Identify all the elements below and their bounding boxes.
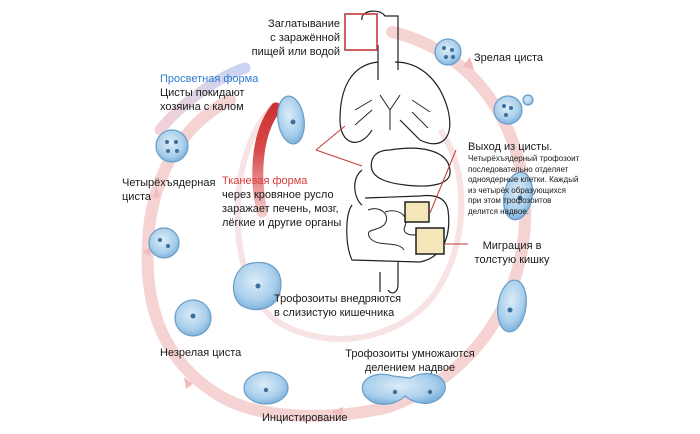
arrowhead-icon — [463, 57, 474, 70]
ingestion-line: пищей или водой — [251, 46, 340, 58]
excystation-line: Четырёхъядерный трофозоит — [468, 154, 580, 163]
dividing-trophozoite — [361, 373, 446, 405]
cyst-cells — [148, 38, 534, 405]
trophozoite-cell — [502, 171, 534, 221]
migration-line: Миграция в — [482, 240, 542, 252]
four-nucleus-cyst-line: Четырёхъядерная — [122, 177, 216, 189]
tissue-form-arrow — [252, 102, 282, 218]
ingestion-line: с заражённой — [270, 32, 340, 44]
excystation-cell — [493, 95, 523, 125]
luminal-form-line: хозяина с калом — [160, 101, 244, 113]
ingestion-line: Заглатывание — [268, 18, 340, 30]
excystation-title: Выход из цисты. — [468, 141, 553, 153]
four-nucleus-cyst-label: Четырёхъядерная циста — [122, 176, 215, 204]
migration-line: толстую кишку — [474, 254, 550, 266]
cell-nuclei — [158, 46, 523, 395]
trophozoite-cell — [497, 279, 527, 333]
migration-label: Миграция в толстую кишку — [462, 239, 562, 267]
luminal-form-arrow — [154, 62, 251, 136]
four-nucleus-cyst-line: циста — [122, 191, 151, 203]
mature-cyst-label: Зрелая циста — [474, 52, 544, 64]
arrowhead-icon — [331, 407, 343, 416]
arrowhead-icon — [153, 186, 160, 198]
encystation-label: Инцистирование — [262, 412, 348, 424]
tissue-form-label: Тканевая форма через кровяное русло зара… — [222, 174, 341, 230]
mouth-highlight-box — [344, 13, 378, 51]
colon-highlight-box — [415, 227, 445, 255]
tissue-trophozoite-cell — [277, 95, 305, 145]
luminal-form-title: Просветная форма — [160, 73, 259, 85]
excystation-line: последовательно отделяет — [468, 164, 569, 174]
invade-label: Трофозоиты внедряются в слизистую кишечн… — [274, 292, 401, 320]
excystation-line: одноядерные клетки. Каждый — [468, 175, 579, 184]
tissue-form-line: через кровяное русло — [222, 189, 334, 201]
mature-cyst-cell — [434, 38, 462, 66]
immature-cyst-label: Незрелая циста — [160, 347, 242, 359]
ingestion-label: Заглатывание с заражённой пищей или водо… — [232, 17, 340, 59]
invade-line: в слизистую кишечника — [274, 307, 395, 319]
two-nucleus-cyst-cell — [148, 227, 180, 259]
tissue-form-line: заражает печень, мозг, — [222, 203, 339, 215]
invade-line: Трофозоиты внедряются — [274, 293, 402, 305]
multiply-line: Трофозоиты умножаются — [345, 348, 475, 360]
tissue-form-title: Тканевая форма — [222, 175, 308, 187]
inner-cycle-arrow — [234, 102, 465, 342]
excystation-bud — [522, 94, 534, 106]
four-nucleus-cyst-cell — [155, 129, 189, 163]
luminal-form-label: Просветная форма Цисты покидают хозяина … — [160, 72, 258, 114]
excystation-description: Четырёхъядерный трофозоит последовательн… — [468, 154, 579, 217]
luminal-form-line: Цисты покидают — [160, 87, 245, 99]
excystation-line: из четырёх образующихся — [468, 185, 566, 195]
arrowhead-icon — [184, 377, 193, 389]
tissue-form-line: лёгкие и другие органы — [222, 217, 342, 229]
small-intestine-highlight-box — [404, 201, 430, 223]
pointer-lines — [315, 125, 468, 245]
excystation-line: делится надвое. — [468, 206, 529, 216]
excystation-line: при этом трофозоитов — [468, 196, 552, 205]
multiply-label: Трофозоиты умножаются делением надвое — [345, 347, 475, 375]
multiply-line: делением надвое — [364, 362, 456, 374]
